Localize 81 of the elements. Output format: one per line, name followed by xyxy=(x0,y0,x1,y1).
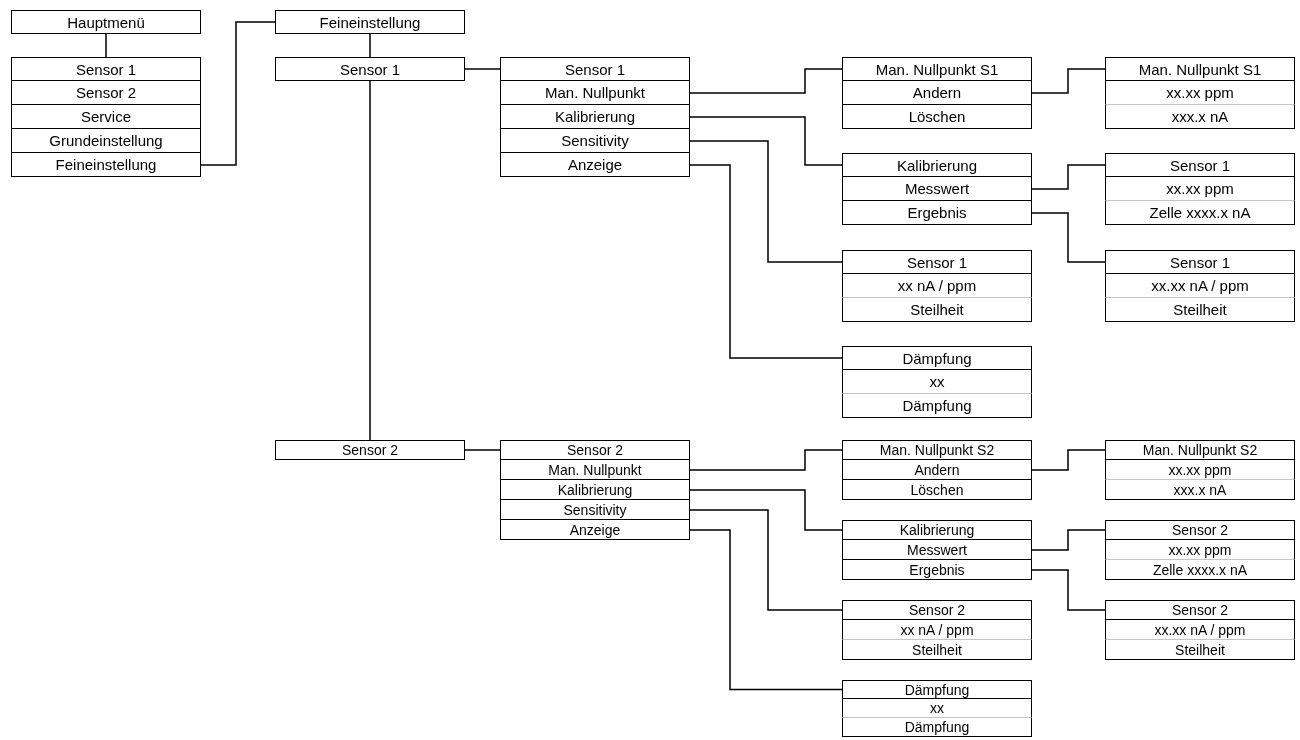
menu-item: xx.xx nA / ppm xyxy=(1105,620,1295,640)
menu-item: Steilheit xyxy=(1105,298,1295,322)
menu-item: Zelle xxxx.x nA xyxy=(1105,560,1295,580)
menu-item: Kalibrierung xyxy=(500,105,690,129)
menu-item: xx.xx ppm xyxy=(1105,177,1295,201)
menu-item: xx nA / ppm xyxy=(842,274,1032,298)
menu-item: Löschen xyxy=(842,105,1032,129)
menu-item: Zelle xxxx.x nA xyxy=(1105,201,1295,225)
menu-item: Messwert xyxy=(842,540,1032,560)
menu-item: Sensor 2 xyxy=(842,600,1032,620)
connector-line xyxy=(1031,449,1106,471)
menu-item: xx xyxy=(842,699,1032,718)
menu-item: Sensor 1 xyxy=(842,250,1032,274)
menu-item: xx.xx ppm xyxy=(1105,460,1295,480)
menu-item: Dämpfung xyxy=(842,680,1032,699)
connector-line xyxy=(464,449,501,451)
connector-line xyxy=(689,68,843,94)
menu-item: Ergebnis xyxy=(842,201,1032,225)
connector-line xyxy=(689,140,843,263)
connector-line xyxy=(1031,212,1106,263)
menu-item: Hauptmenü xyxy=(11,10,201,34)
connector-line xyxy=(1031,569,1106,611)
menu-item: xx.xx nA / ppm xyxy=(1105,274,1295,298)
menu-item: xx nA / ppm xyxy=(842,620,1032,640)
menu-item: Sensitivity xyxy=(500,129,690,153)
connector-line xyxy=(369,33,371,58)
menu-item: Man. Nullpunkt xyxy=(500,460,690,480)
connector-line xyxy=(369,80,371,441)
connector-line xyxy=(689,509,843,611)
menu-item: Andern xyxy=(842,460,1032,480)
menu-item: Kalibrierung xyxy=(842,520,1032,540)
menu-item: Andern xyxy=(842,81,1032,105)
menu-item: Sensor 2 xyxy=(1105,600,1295,620)
menu-item: Steilheit xyxy=(1105,640,1295,660)
menu-item: Feineinstellung xyxy=(275,10,465,34)
connector-line xyxy=(464,68,501,70)
menu-item: Steilheit xyxy=(842,640,1032,660)
menu-item: Sensitivity xyxy=(500,500,690,520)
menu-item: Man. Nullpunkt S2 xyxy=(1105,440,1295,460)
menu-item: xxx.x nA xyxy=(1105,105,1295,129)
menu-item: Man. Nullpunkt S1 xyxy=(1105,57,1295,81)
connector-line xyxy=(689,164,843,359)
menu-item: Kalibrierung xyxy=(500,480,690,500)
connector-line xyxy=(689,116,843,166)
menu-item: Man. Nullpunkt xyxy=(500,81,690,105)
menu-item: Grundeinstellung xyxy=(11,129,201,153)
menu-item: Sensor 2 xyxy=(11,81,201,105)
menu-item: xx.xx ppm xyxy=(1105,540,1295,560)
menu-item: xx.xx ppm xyxy=(1105,81,1295,105)
menu-item: Sensor 1 xyxy=(11,57,201,81)
menu-item: Sensor 1 xyxy=(1105,250,1295,274)
menu-item: Sensor 2 xyxy=(275,440,465,460)
menu-item: Sensor 2 xyxy=(500,440,690,460)
menu-item: Ergebnis xyxy=(842,560,1032,580)
connector-line xyxy=(1031,529,1106,551)
connector-line xyxy=(689,529,843,691)
menu-item: Kalibrierung xyxy=(842,153,1032,177)
connector-line xyxy=(105,33,107,58)
connector-line xyxy=(1031,68,1106,94)
menu-item: Dämpfung xyxy=(842,394,1032,418)
menu-item: Dämpfung xyxy=(842,346,1032,370)
menu-item: Man. Nullpunkt S1 xyxy=(842,57,1032,81)
menu-item: Sensor 1 xyxy=(275,57,465,81)
menu-item: Anzeige xyxy=(500,153,690,177)
menu-item: Sensor 2 xyxy=(1105,520,1295,540)
menu-item: Anzeige xyxy=(500,520,690,540)
menu-item: Messwert xyxy=(842,177,1032,201)
menu-item: xxx.x nA xyxy=(1105,480,1295,500)
menu-item: Steilheit xyxy=(842,298,1032,322)
menu-item: Service xyxy=(11,105,201,129)
menu-item: Löschen xyxy=(842,480,1032,500)
menu-item: xx xyxy=(842,370,1032,394)
menu-item: Dämpfung xyxy=(842,718,1032,737)
connector-line xyxy=(689,489,843,531)
connector-line xyxy=(1031,164,1106,190)
connector-line xyxy=(200,21,276,166)
menu-item: Sensor 1 xyxy=(500,57,690,81)
menu-item: Sensor 1 xyxy=(1105,153,1295,177)
menu-item: Man. Nullpunkt S2 xyxy=(842,440,1032,460)
menu-item: Feineinstellung xyxy=(11,153,201,177)
connector-line xyxy=(689,449,843,471)
